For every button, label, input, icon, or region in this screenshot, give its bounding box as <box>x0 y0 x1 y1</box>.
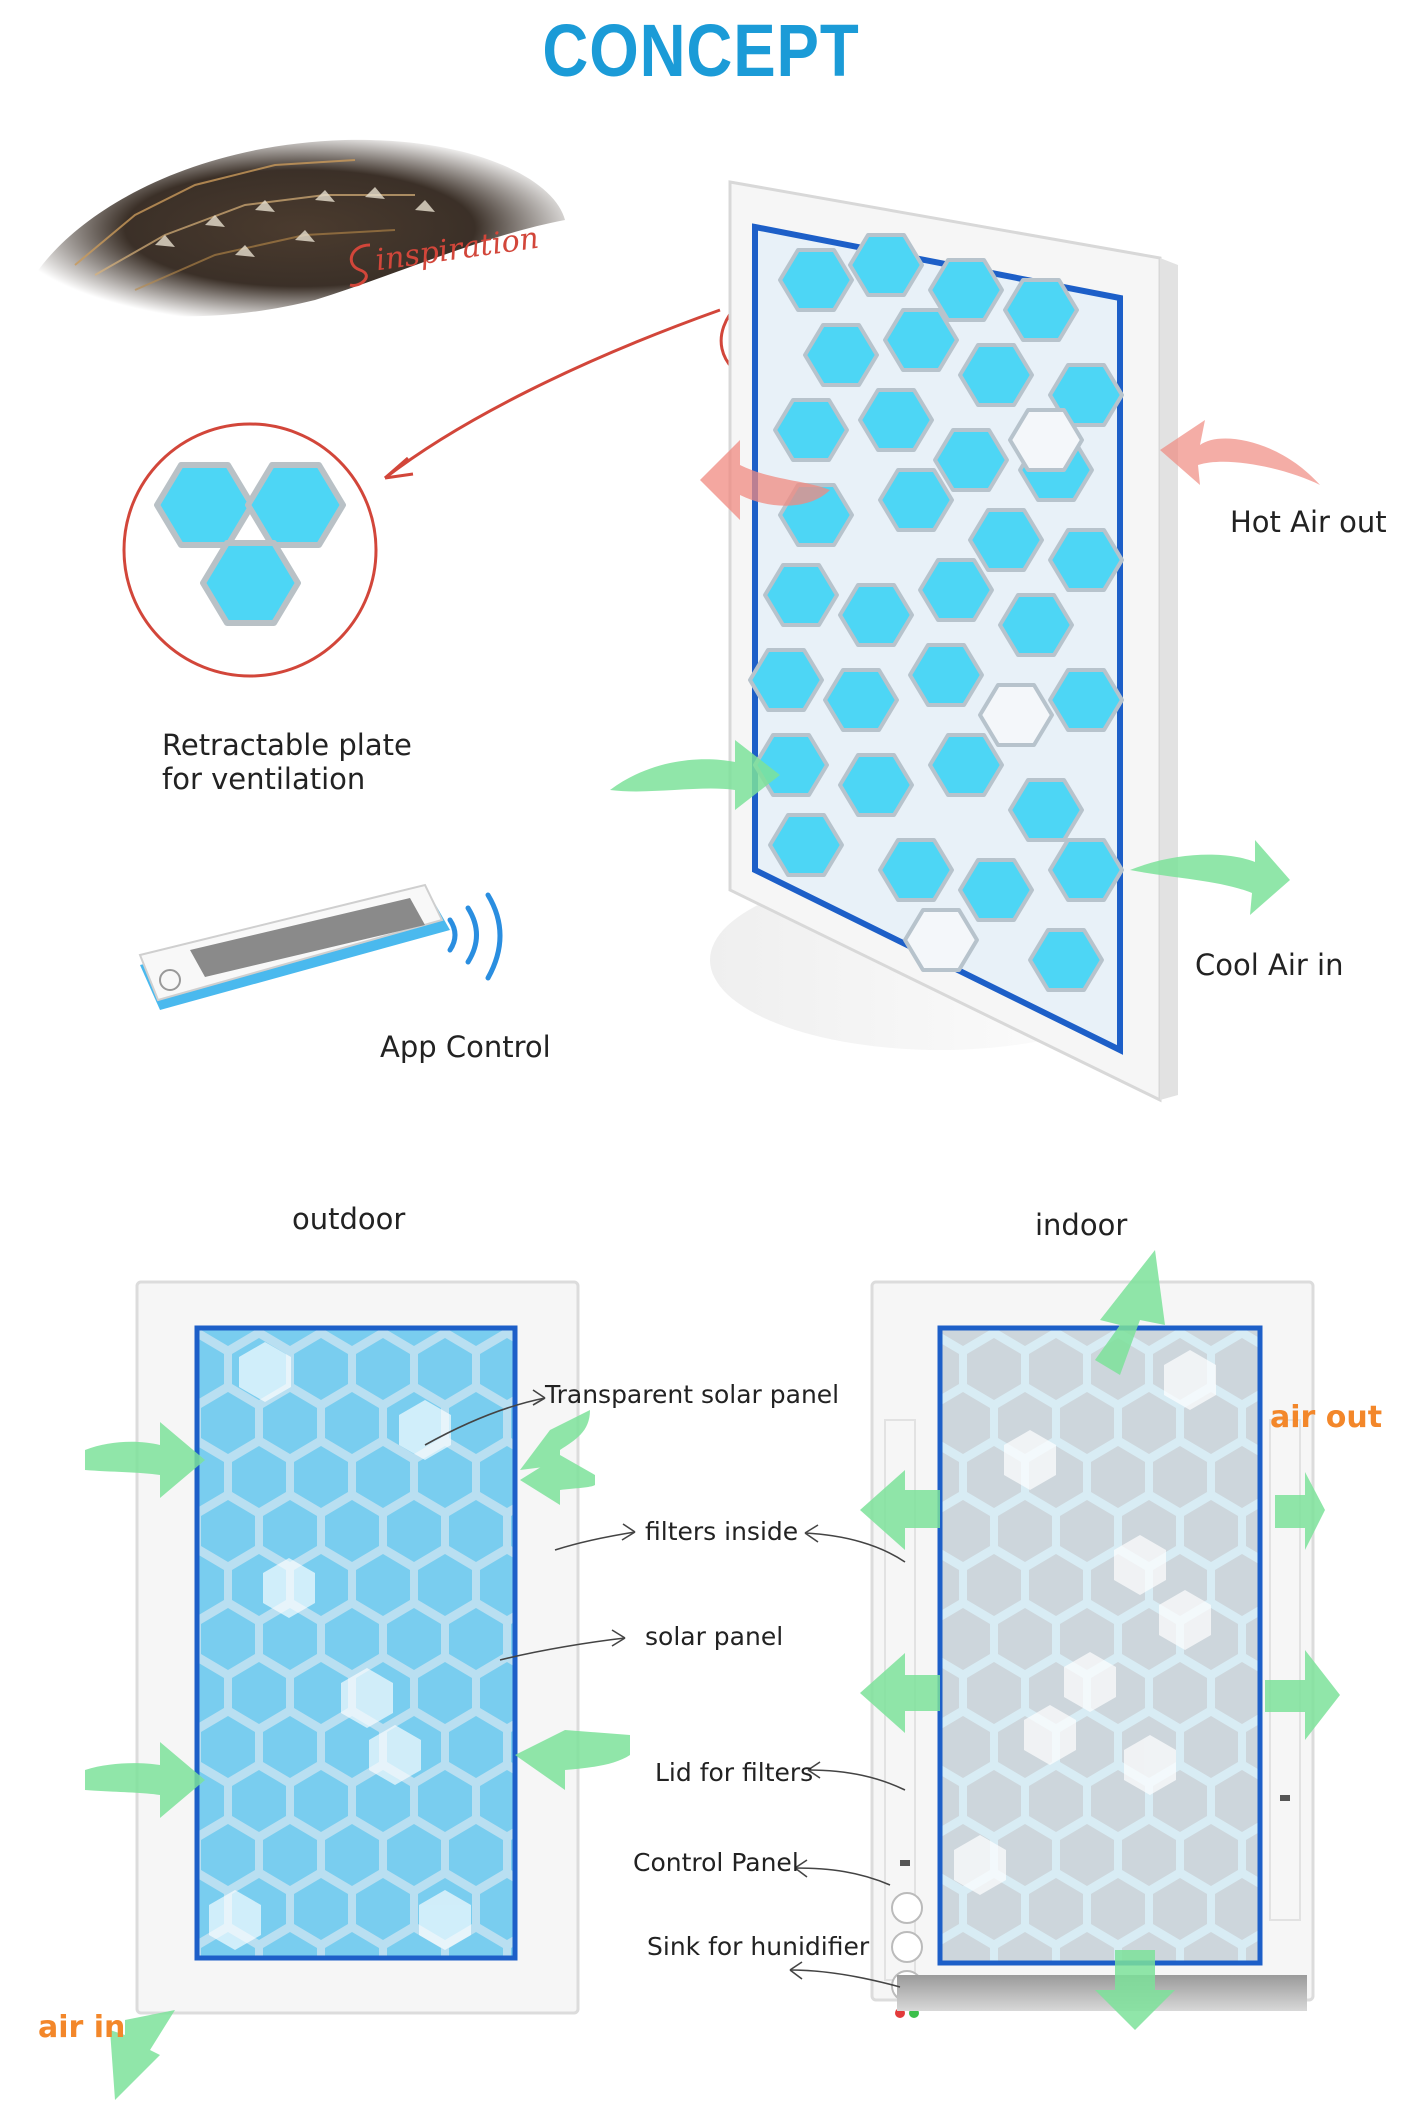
concept-air-arrows <box>610 420 1320 915</box>
air-in-label: air in <box>38 2010 126 2045</box>
phone-illustration <box>138 883 450 1010</box>
callout-sink-humidifier: Sink for hunidifier <box>647 1932 870 1961</box>
inspiration-squiggle-icon <box>349 243 371 287</box>
callout-control-panel: Control Panel <box>633 1848 799 1877</box>
indoor-panel <box>870 1280 1315 2018</box>
air-out-label: air out <box>1270 1400 1383 1435</box>
callout-transparent-solar: Transparent solar panel <box>545 1380 840 1409</box>
outdoor-panel <box>135 1280 580 2015</box>
outdoor-heading: outdoor <box>292 1202 406 1236</box>
plate-label-line2: for ventilation <box>162 762 366 796</box>
page-title: CONCEPT <box>542 9 860 92</box>
plate-label-line1: Retractable plate <box>162 728 412 762</box>
hot-air-label: Hot Air out <box>1230 505 1387 539</box>
plate-detail-circle <box>122 422 378 678</box>
airflow-arrows <box>85 1250 1340 2100</box>
callout-filters-inside: filters inside <box>645 1517 799 1546</box>
callout-solar-panel: solar panel <box>645 1622 784 1651</box>
cool-air-label: Cool Air in <box>1195 948 1344 982</box>
callout-lid-filters: Lid for filters <box>655 1758 814 1787</box>
inspiration-photo <box>35 139 565 317</box>
wireless-signal-icon <box>447 892 503 981</box>
window-illustration <box>710 180 1178 1103</box>
app-control-label: App Control <box>380 1030 551 1064</box>
indoor-heading: indoor <box>1035 1208 1128 1242</box>
callout-lines <box>424 1389 906 1988</box>
